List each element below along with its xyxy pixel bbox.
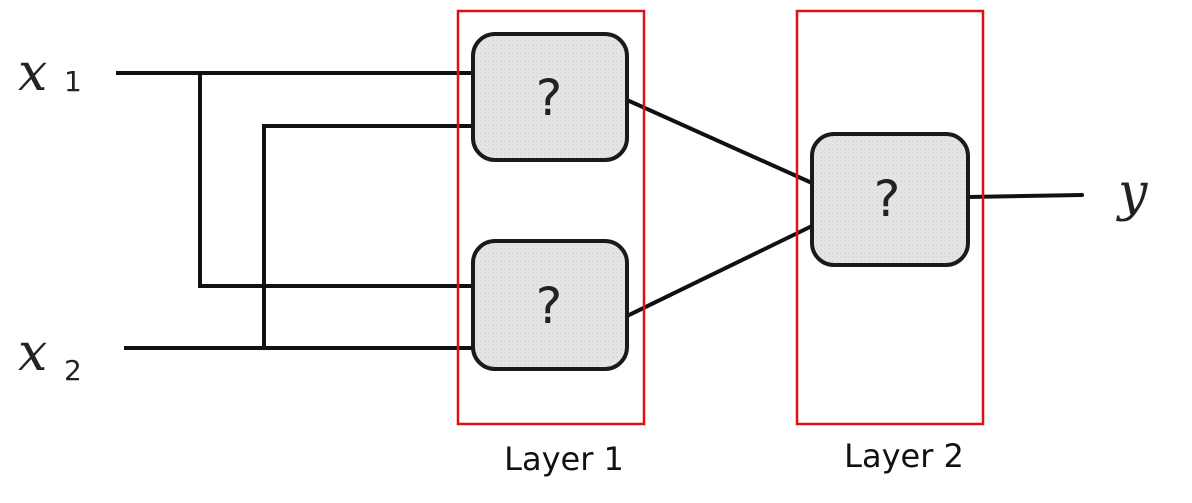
layer-1-units: ? ?: [471, 32, 629, 371]
input-x2-subscript: 2: [64, 354, 82, 387]
input-x1-subscript: 1: [64, 65, 82, 98]
output-y-label: y: [1116, 163, 1148, 223]
input-x1-label: x 1: [18, 43, 82, 103]
hidden-unit-2-label: ?: [536, 277, 563, 335]
layer-2-box: [795, 9, 985, 426]
input-wires: [116, 71, 477, 350]
wire-output-to-y: [966, 193, 1084, 199]
hidden-unit-1-label: ?: [536, 69, 563, 127]
layer-2-units: ?: [810, 132, 970, 267]
wire-unit2-to-output-unit: [625, 224, 814, 318]
input-x2-symbol: x: [18, 323, 47, 383]
output-unit: ?: [810, 132, 970, 267]
input-x1-symbol: x: [18, 43, 47, 103]
layer-connections: [625, 98, 1084, 318]
hidden-unit-1: ?: [471, 32, 629, 162]
input-x2-label: x 2: [18, 323, 82, 387]
output-unit-label: ?: [874, 170, 901, 228]
hidden-unit-2: ?: [471, 239, 629, 371]
layer-2-label: Layer 2: [844, 437, 964, 475]
layer-1-box: [456, 9, 646, 426]
wire-unit1-to-output-unit: [625, 98, 814, 185]
layer-1-label: Layer 1: [504, 440, 624, 478]
